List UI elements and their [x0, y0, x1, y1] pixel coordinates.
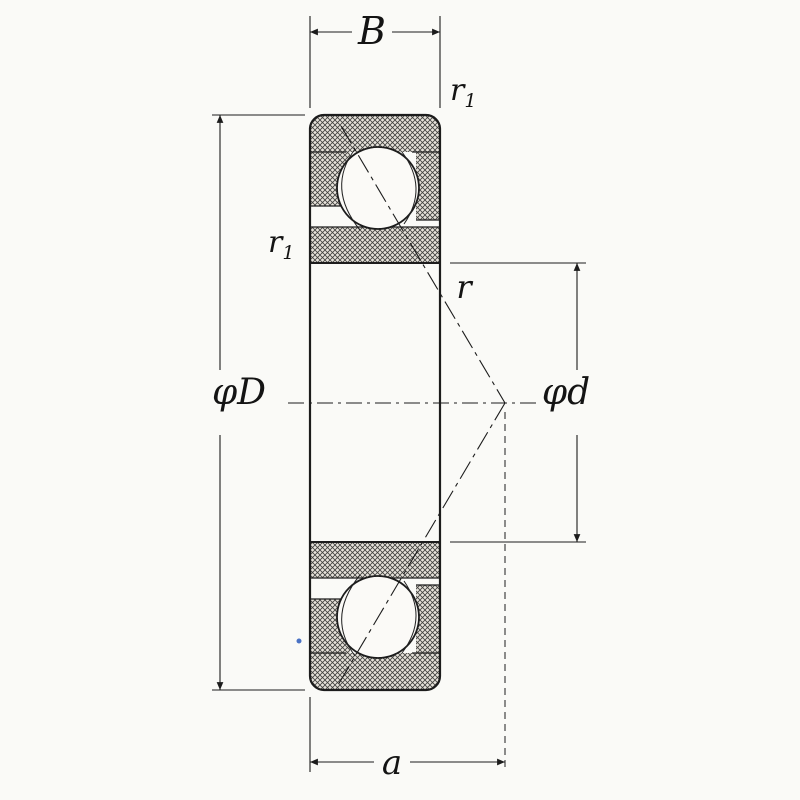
label-r1-top-base: r [450, 73, 466, 108]
outer-ring-top-right-shoulder [416, 152, 440, 220]
label-contact-radius-r: r [456, 268, 473, 306]
inner-ring-top-strip [310, 227, 440, 263]
dim-phid-lines [450, 262, 586, 543]
label-r1-side-sub: 1 [282, 242, 294, 264]
dim-a-lines [309, 412, 506, 772]
ink-speck [296, 638, 302, 644]
label-r1-top: r1 [450, 73, 476, 112]
dim-B-lines [309, 16, 441, 108]
label-r1-top-sub: 1 [464, 90, 476, 112]
cage-arc-bottom-left [341, 574, 361, 657]
contact-angle-line-top [340, 125, 506, 404]
label-bore-diameter: φd [542, 372, 590, 413]
cage-arc-bottom-right [401, 580, 417, 654]
outer-ring-top-band [310, 115, 440, 152]
cage-arc-top-right [401, 151, 417, 225]
dim-phid-extension-lines [450, 262, 586, 543]
outer-ring-bottom-band [310, 653, 440, 690]
inner-ring-bottom-strip [310, 542, 440, 578]
dim-phiD-lines [212, 114, 305, 691]
outer-ring-bottom-right-shoulder [416, 585, 440, 653]
label-outer-diameter: φD [212, 372, 266, 413]
cage-lines [341, 148, 417, 657]
cage-arc-top-left [341, 148, 361, 231]
label-r1-side-base: r [268, 225, 284, 260]
label-load-center-a: a [382, 743, 402, 783]
bearing-cross-section [308, 113, 442, 692]
dimensions: B φD φd a r r1 r1 [212, 9, 590, 783]
center-lines [288, 125, 540, 686]
bore-face-lines [310, 262, 440, 543]
label-r1-side: r1 [268, 225, 294, 264]
dim-phiD-extension-lines [212, 114, 305, 691]
contact-angle-line-bottom [337, 402, 506, 686]
hatched-ring-sections [310, 115, 440, 690]
label-width-B: B [357, 9, 386, 53]
